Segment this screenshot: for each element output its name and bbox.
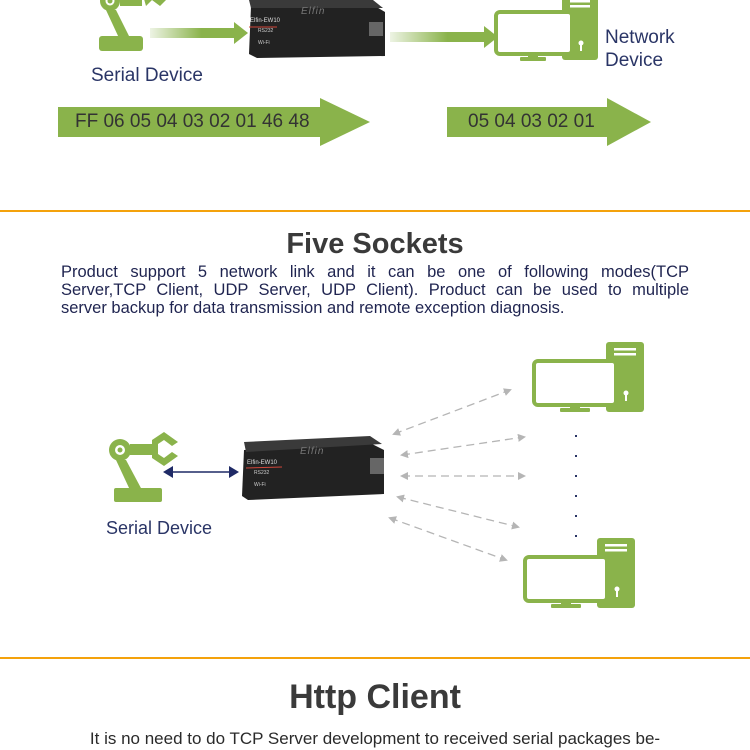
socket-links (388, 388, 526, 562)
output-packet-arrow (447, 98, 651, 146)
wifi-serial-device: Elfin Elfin-EW10 RS232 Wi-Fi (242, 436, 388, 507)
paragraph-line: server backup for data transmission and … (61, 299, 565, 317)
device-body (249, 0, 385, 58)
device-model: Elfin-EW10 (247, 460, 278, 466)
network-device-label-line1: Network (605, 27, 675, 48)
input-packet-text: FF 06 05 04 03 02 01 46 48 (75, 111, 310, 132)
device-port-bottom: Wi-Fi (258, 40, 270, 46)
double-arrow-icon (163, 466, 239, 478)
section-title: Http Client (289, 678, 461, 716)
paragraph-line: Server,TCP Client, UDP Server, UDP Clien… (61, 281, 689, 299)
section-title: Five Sockets (286, 228, 464, 260)
network-device-label-line2: Device (605, 50, 664, 71)
dashed-double-arrow-icon (400, 433, 526, 459)
dashed-double-arrow-icon (392, 388, 512, 436)
device-model: Elfin-EW10 (250, 18, 281, 24)
computer-icon (523, 538, 635, 608)
serial-device-label: Serial Device (91, 65, 203, 86)
arrow-right-icon (390, 26, 498, 48)
device-body (242, 436, 384, 500)
arrow-right-icon (150, 22, 248, 44)
robot-arm-icon (99, 0, 166, 51)
computer-icon (532, 342, 644, 412)
input-packet-arrow (58, 98, 370, 146)
wifi-serial-device: Elfin Elfin-EW10 RS232 Wi-Fi (247, 0, 387, 65)
device-port-top: RS232 (254, 470, 270, 476)
paragraph-line: Product support 5 network link and it ca… (61, 263, 689, 281)
device-brand: Elfin (301, 6, 326, 17)
device-brand: Elfin (300, 446, 325, 457)
serial-device-label: Serial Device (106, 518, 213, 538)
dashed-double-arrow-icon (396, 494, 520, 530)
device-port-top: RS232 (258, 28, 274, 34)
output-packet-text: 05 04 03 02 01 (468, 111, 595, 132)
paragraph-line: It is no need to do TCP Server developme… (89, 729, 661, 748)
robot-arm-icon (109, 432, 178, 502)
section-divider (0, 657, 750, 659)
section-divider (0, 210, 750, 212)
dashed-double-arrow-icon (388, 516, 508, 562)
computer-icon (494, 0, 598, 61)
device-port-bottom: Wi-Fi (254, 482, 266, 488)
